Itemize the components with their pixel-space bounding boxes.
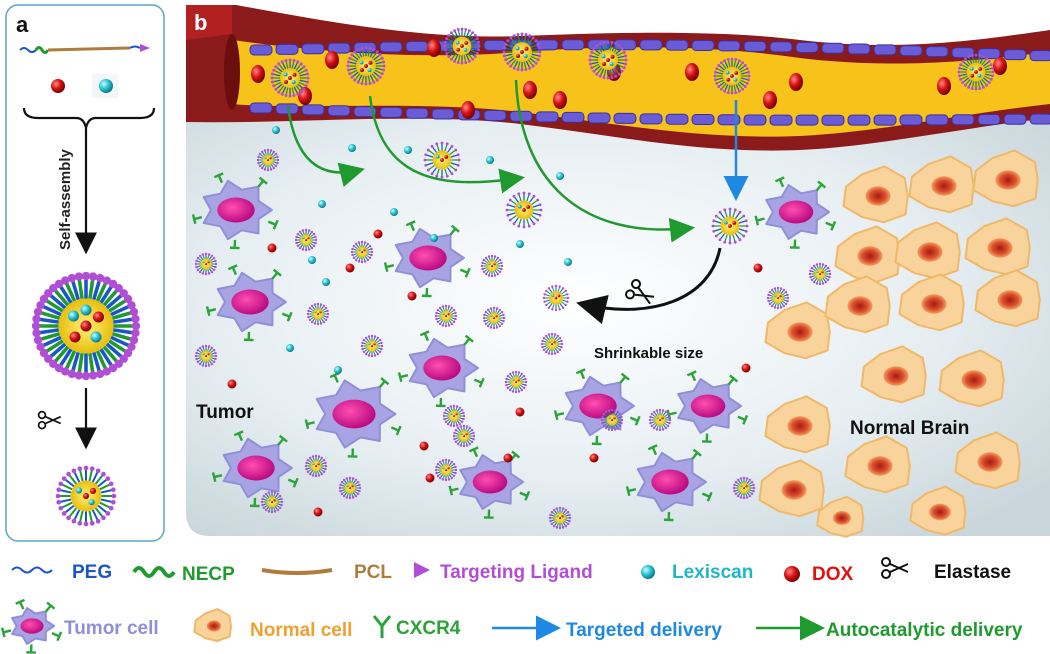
panel-a-label: a [16,12,29,37]
legend-dox: DOX [812,564,854,585]
elastase-legend-icon [882,558,908,578]
legend-autocatalytic-delivery: Autocatalytic delivery [826,620,1023,641]
lexiscan-molecule-icon [99,79,113,93]
legend-tumor-cell: Tumor cell [64,618,159,639]
cxcr4-legend-icon [374,616,390,638]
panel-b: b Shrinkable size Tumor Normal Brain [186,5,1050,537]
legend-targeting-ligand: Targeting Ligand [440,562,593,583]
legend-peg: PEG [72,562,112,583]
tumor-cell-icon [2,600,61,653]
panel-b-label: b [194,10,207,35]
shrinkable-size-label: Shrinkable size [594,345,703,362]
legend-normal-cell: Normal cell [250,620,352,641]
legend: PEG NECP PCL Targeting Ligand Lexiscan D… [2,558,1023,653]
tumor-label: Tumor [196,402,254,423]
legend-necp: NECP [182,564,235,585]
legend-targeted-delivery: Targeted delivery [566,620,722,641]
panel-a: a Self-assembly [6,5,164,541]
dox-molecule-icon [51,79,65,93]
pcl-legend-icon [262,570,332,573]
tumor-cell-legend-icon [2,600,61,653]
legend-elastase: Elastase [934,562,1011,583]
peg-legend-icon [12,568,52,573]
self-assembly-label: Self-assembly [57,148,74,250]
normal-brain-label: Normal Brain [850,418,969,439]
legend-pcl: PCL [354,562,392,583]
necp-legend-icon [134,568,174,576]
ligand-legend-icon [414,562,430,578]
dox-legend-icon [784,566,800,582]
legend-lexiscan: Lexiscan [672,562,753,583]
normal-cell-legend-icon [194,609,231,641]
lexiscan-legend-icon [641,565,655,579]
legend-cxcr4: CXCR4 [396,618,461,639]
normal-cell-icon [194,609,231,641]
